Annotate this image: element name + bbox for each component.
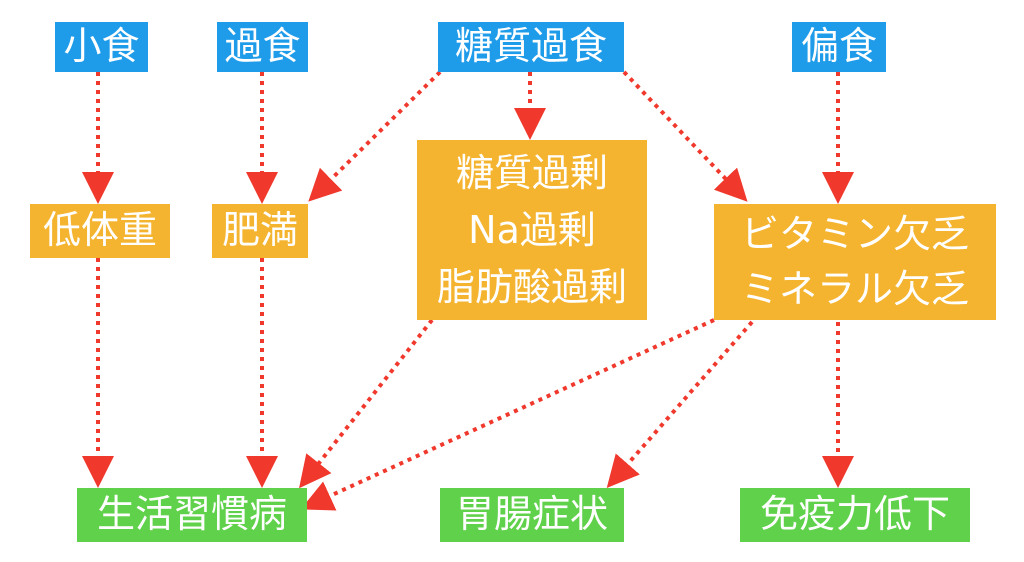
node-shoshoku-label: 小食	[63, 24, 140, 69]
arrow-deficiency-to-ichou	[606, 320, 754, 489]
node-kashoku-label: 過食	[224, 24, 301, 69]
arrow-deficiency-to-seikatsu	[300, 318, 715, 511]
node-teitaiju-label: 低体重	[42, 208, 157, 253]
node-menekiryoku-teika-label: 免疫力低下	[759, 492, 950, 537]
node-kashoku: 過食	[217, 22, 308, 72]
arrow-toshitsu-to-himan	[308, 70, 442, 202]
node-himan: 肥満	[212, 204, 308, 258]
node-ichou-shojo: 胃腸症状	[440, 488, 624, 542]
node-toshitsu-kashoku-label: 糖質過食	[454, 24, 607, 69]
arrow-excess-to-seikatsu	[299, 318, 434, 489]
node-teitaiju: 低体重	[30, 204, 170, 258]
excess-line-toshitsu: 糖質過剰	[455, 150, 608, 195]
node-henshoku: 偏食	[792, 22, 886, 72]
deficiency-line-mineral: ミネラル欠乏	[740, 267, 969, 311]
node-excess: 糖質過剰 Na過剰 脂肪酸過剰	[417, 140, 647, 320]
excess-line-na: Na過剰	[468, 207, 596, 252]
node-seikatsu-shukanbyo: 生活習慣病	[77, 488, 307, 542]
arrow-toshitsu-to-deficiency	[622, 70, 748, 202]
deficiency-line-vitamin: ビタミン欠乏	[740, 211, 969, 256]
excess-line-shibousan: 脂肪酸過剰	[436, 264, 627, 309]
node-toshitsu-kashoku: 糖質過食	[438, 22, 624, 72]
node-henshoku-label: 偏食	[800, 24, 877, 69]
node-deficiency: ビタミン欠乏 ミネラル欠乏	[714, 204, 996, 320]
node-shoshoku: 小食	[55, 22, 148, 72]
node-himan-label: 肥満	[221, 208, 298, 253]
node-ichou-shojo-label: 胃腸症状	[455, 492, 608, 537]
node-seikatsu-shukanbyo-label: 生活習慣病	[96, 492, 287, 537]
node-menekiryoku-teika: 免疫力低下	[740, 488, 970, 542]
